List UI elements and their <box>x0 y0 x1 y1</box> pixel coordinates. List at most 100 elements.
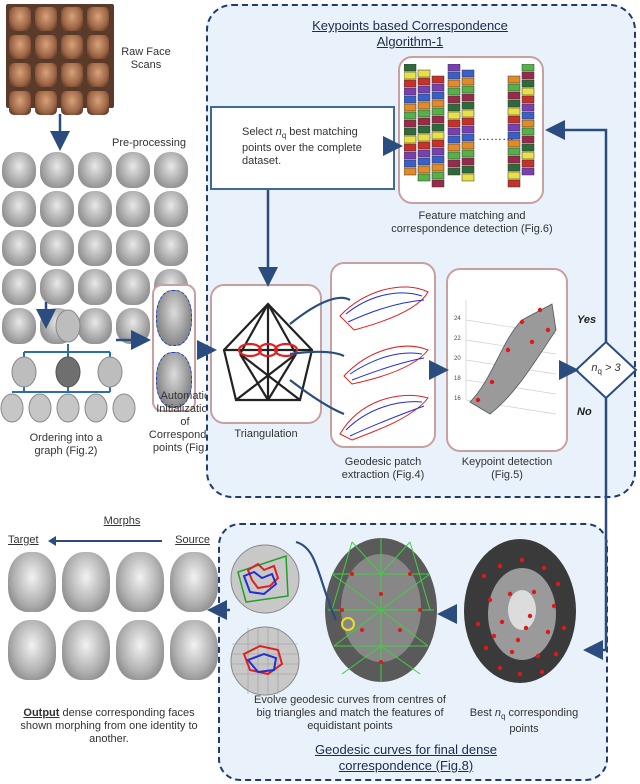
feature-bar-cell <box>404 167 417 176</box>
feature-bar-ellipsis: ……… <box>478 129 514 143</box>
feature-bar-cell <box>447 119 461 128</box>
bottom-panel-title: Geodesic curves for final dense correspo… <box>314 742 498 773</box>
top-panel-title: Keypoints based Correspondence Algorithm… <box>312 18 508 49</box>
feature-bar-cell <box>404 159 417 168</box>
geodesic-patch-box <box>330 262 436 448</box>
feature-bar-cell <box>404 87 417 96</box>
feature-bar-cell <box>461 141 475 150</box>
feature-bar-cell <box>404 111 417 120</box>
feature-bar-cell <box>431 131 445 140</box>
feature-bar-cell <box>521 79 535 88</box>
feature-bar-cell <box>461 77 475 86</box>
feature-bar-cell <box>447 127 461 136</box>
feature-bar-cell <box>461 133 475 142</box>
feature-bar-cell <box>431 171 445 180</box>
source-label: Source <box>175 534 210 546</box>
feature-bar-cell <box>404 71 417 80</box>
feature-bar-cell <box>521 143 535 152</box>
feature-bar-cell <box>507 155 521 164</box>
keypoint-detection-label: Keypoint detection (Fig.5) <box>461 456 553 481</box>
feature-bar-cell <box>417 93 431 102</box>
svg-text:22: 22 <box>454 336 461 342</box>
feature-bar-cell <box>507 107 521 116</box>
feature-bar-cell <box>507 131 521 140</box>
svg-text:18: 18 <box>454 376 461 382</box>
feature-bar-cell <box>507 83 521 92</box>
feature-bar-cell <box>521 151 535 160</box>
feature-bar-cell <box>417 69 431 78</box>
feature-bar-cell <box>461 157 475 166</box>
geodesic-patches-image <box>339 286 429 441</box>
feature-bar-cell <box>417 165 431 174</box>
auto-init-label: Automatic Initialization of Correspondin… <box>148 390 222 454</box>
feature-matching-label: Feature matching and correspondence dete… <box>391 210 553 235</box>
feature-bar-cell <box>431 75 445 84</box>
output-label: Output dense corresponding faces shown m… <box>20 707 198 745</box>
feature-bar-cell <box>447 111 461 120</box>
feature-bar-cell <box>431 179 445 188</box>
feature-bar-cell <box>521 135 535 144</box>
feature-bar-cell <box>417 109 431 118</box>
ordering-label: Ordering into a graph (Fig.2) <box>29 432 103 457</box>
feature-bar-cell <box>447 159 461 168</box>
best-points-label: Best nq corresponding points <box>469 707 579 736</box>
feature-bar-cell <box>404 135 417 144</box>
feature-bar-cell <box>417 173 431 182</box>
feature-bar-cell <box>417 133 431 142</box>
feature-bar-cell <box>521 119 535 128</box>
svg-text:20: 20 <box>454 356 461 362</box>
feature-bar-cell <box>507 99 521 108</box>
feature-bar-cell <box>447 87 461 96</box>
feature-bar-cell <box>447 71 461 80</box>
green-mesh-face-image <box>325 538 437 682</box>
feature-bar-cell <box>521 167 535 176</box>
triangulation-label: Triangulation <box>234 428 298 440</box>
feature-bar-cell <box>447 135 461 144</box>
feature-bar-cell <box>521 159 535 168</box>
feature-bar-cell <box>447 151 461 160</box>
geodesic-patch-label: Geodesic patch extraction (Fig.4) <box>341 456 425 481</box>
feature-bar-cell <box>431 107 445 116</box>
feature-bar-cell <box>507 163 521 172</box>
feature-bar-cell <box>417 149 431 158</box>
feature-bar-cell <box>404 64 417 72</box>
feature-bar-cell <box>521 71 535 80</box>
feature-bar-cell <box>521 64 535 72</box>
feature-bar-cell <box>404 95 417 104</box>
feature-bar-cell <box>447 64 461 72</box>
target-label: Target <box>8 534 39 546</box>
feature-bar-cell <box>461 85 475 94</box>
feature-bar-cell <box>447 95 461 104</box>
feature-bar-cell <box>431 123 445 132</box>
feature-bar-cell <box>447 103 461 112</box>
feature-bar-cell <box>431 163 445 172</box>
morphs-label: Morphs <box>103 515 141 527</box>
feature-matching-bars-image: ……… <box>404 64 535 188</box>
feature-bar-cell <box>404 103 417 112</box>
raw-face-scans-label: Raw Face Scans <box>121 46 171 71</box>
initialized-faces-image <box>152 284 196 412</box>
feature-bar-cell <box>417 141 431 150</box>
raw-face-scans-image <box>6 4 114 115</box>
feature-bar-cell <box>461 165 475 174</box>
feature-bar-cell <box>404 119 417 128</box>
feature-bar-cell <box>447 167 461 176</box>
feature-bar-cell <box>521 95 535 104</box>
evolve-label: Evolve geodesic curves from centres of b… <box>254 694 446 732</box>
feature-bar-cell <box>461 109 475 118</box>
feature-bar-cell <box>461 125 475 134</box>
feature-bar-cell <box>431 91 445 100</box>
no-label: No <box>577 406 592 418</box>
feature-bar-cell <box>507 123 521 132</box>
feature-bar-cell <box>461 117 475 126</box>
feature-bar-cell <box>461 101 475 110</box>
feature-bar-cell <box>521 127 535 136</box>
decision-text: nq > 3 <box>591 362 621 377</box>
feature-bar-cell <box>507 75 521 84</box>
feature-bar-cell <box>461 93 475 102</box>
feature-bar-cell <box>431 83 445 92</box>
feature-bar-cell <box>417 101 431 110</box>
feature-bar-cell <box>507 91 521 100</box>
morph-faces-image <box>8 552 218 680</box>
